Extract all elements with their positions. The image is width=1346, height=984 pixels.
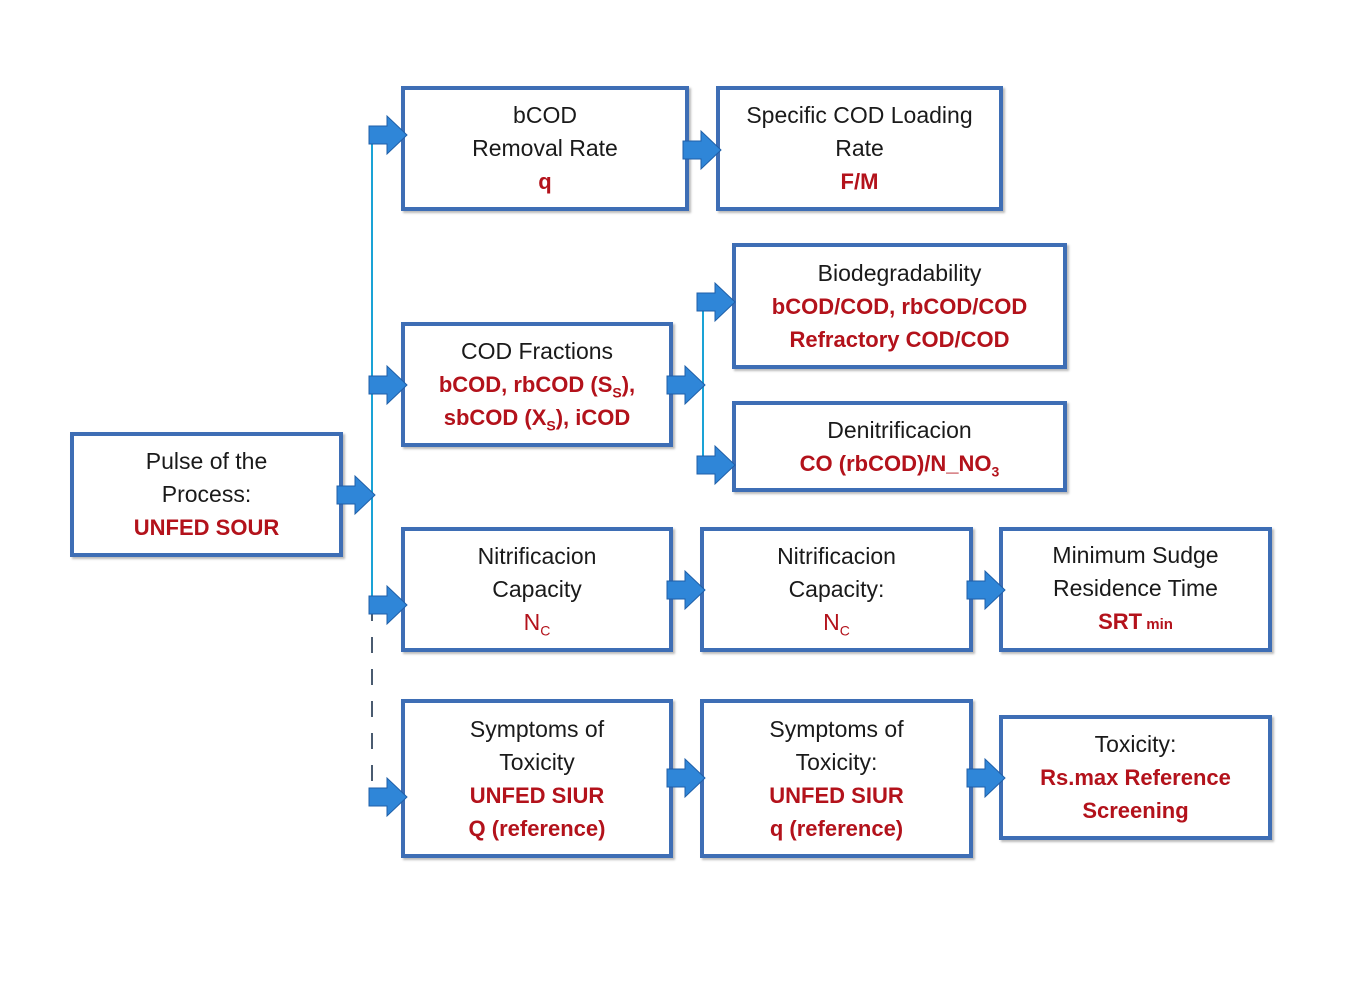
box-value: CO (rbCOD)/N_NO3 xyxy=(800,447,1000,480)
value-subscript: S xyxy=(546,417,556,434)
right-arrow-icon xyxy=(666,569,706,611)
box-title-line: Removal Rate xyxy=(472,135,618,161)
box-title-line: Symptoms of xyxy=(769,715,904,742)
box-title-line: Toxicity xyxy=(499,748,575,775)
right-arrow-icon xyxy=(368,114,408,156)
box-value: Rs.max Reference xyxy=(1040,765,1231,790)
box-value: q xyxy=(538,169,552,194)
box-title-line: Nitrificacion xyxy=(777,543,896,569)
right-arrow-icon xyxy=(666,757,706,799)
box-value: UNFED SOUR xyxy=(133,515,280,540)
box-title-line: Nitrificacion xyxy=(477,543,597,569)
box-title-line: Residence Time xyxy=(1053,574,1218,601)
box-title-line: Minimum Sudge xyxy=(1052,541,1219,568)
right-arrow-icon xyxy=(368,364,408,406)
box-title-line: bCOD xyxy=(513,102,577,128)
value-text: sbCOD (X xyxy=(443,405,547,430)
right-arrow-icon xyxy=(368,776,408,818)
box-value: Refractory COD/COD xyxy=(789,326,1010,352)
box-title-line: Symptoms of xyxy=(469,715,605,742)
box-title-line: COD Fractions xyxy=(460,338,614,364)
value-text: N xyxy=(823,609,840,635)
value-text: ), xyxy=(621,372,636,397)
right-arrow-icon xyxy=(336,474,376,516)
right-arrow-icon xyxy=(368,584,408,626)
box-value: NC xyxy=(823,606,850,639)
box-value: Screening xyxy=(1082,798,1189,823)
value-text: SRT xyxy=(1098,608,1143,634)
box-title-line: Capacity xyxy=(492,576,582,602)
box-denitrification: Denitrificacion CO (rbCOD)/N_NO3 xyxy=(732,401,1067,492)
value-text: ), iCOD xyxy=(555,405,631,430)
box-title-line: Denitrificacion xyxy=(827,416,972,443)
value-subscript: 3 xyxy=(991,462,1000,479)
value-subscript: S xyxy=(612,384,622,401)
box-value: sbCOD (XS), iCOD xyxy=(444,401,631,434)
box-specific-cod-loading: Specific COD Loading Rate F/M xyxy=(716,86,1003,211)
box-nitrification-capacity: Nitrificacion Capacity NC xyxy=(401,527,673,652)
box-value: NC xyxy=(524,606,551,639)
right-arrow-icon xyxy=(966,757,1006,799)
box-symptoms-of-toxicity-2: Symptoms of Toxicity: UNFED SIUR q (refe… xyxy=(700,699,973,858)
box-value: bCOD, rbCOD (SS), xyxy=(439,368,635,401)
box-value: q (reference) xyxy=(769,815,904,841)
right-arrow-icon xyxy=(966,569,1006,611)
box-value: bCOD/COD, rbCOD/COD xyxy=(771,293,1028,319)
value-text: bCOD, rbCOD (S xyxy=(438,372,613,397)
right-arrow-icon xyxy=(666,364,706,406)
box-bcod-removal-rate: bCOD Removal Rate q xyxy=(401,86,689,211)
box-value: F/M xyxy=(840,169,879,194)
box-value: Q (reference) xyxy=(468,815,606,841)
box-value: UNFED SIUR xyxy=(769,782,904,808)
box-title-line: Process: xyxy=(161,481,252,507)
value-text: N xyxy=(523,609,541,635)
value-text: CO (rbCOD)/N_NO xyxy=(799,450,992,476)
box-toxicity-screening: Toxicity: Rs.max Reference Screening xyxy=(999,715,1272,840)
right-arrow-icon xyxy=(682,129,722,171)
box-title-line: Rate xyxy=(835,135,884,161)
box-value: SRT min xyxy=(1098,605,1173,641)
right-arrow-icon xyxy=(696,444,736,486)
value-subscript: C xyxy=(540,622,551,639)
box-pulse-of-process: Pulse of the Process: UNFED SOUR xyxy=(70,432,343,557)
box-title-line: Biodegradability xyxy=(817,259,982,286)
box-title-line: Specific COD Loading xyxy=(746,102,973,128)
box-cod-fractions: COD Fractions bCOD, rbCOD (SS), sbCOD (X… xyxy=(401,322,673,447)
box-biodegradability: Biodegradability bCOD/COD, rbCOD/COD Ref… xyxy=(732,243,1067,369)
box-symptoms-of-toxicity: Symptoms of Toxicity UNFED SIUR Q (refer… xyxy=(401,699,673,858)
box-title-line: Pulse of the xyxy=(145,448,268,474)
box-nitrification-capacity-2: Nitrificacion Capacity: NC xyxy=(700,527,973,652)
box-title-line: Capacity: xyxy=(788,576,885,602)
box-min-sludge-residence-time: Minimum Sudge Residence Time SRT min xyxy=(999,527,1272,652)
right-arrow-icon xyxy=(696,281,736,323)
box-title-line: Toxicity: xyxy=(1094,731,1177,757)
value-small-text: min xyxy=(1142,615,1173,633)
value-subscript: C xyxy=(839,622,850,639)
box-value: UNFED SIUR xyxy=(469,782,605,808)
box-title-line: Toxicity: xyxy=(795,748,878,775)
